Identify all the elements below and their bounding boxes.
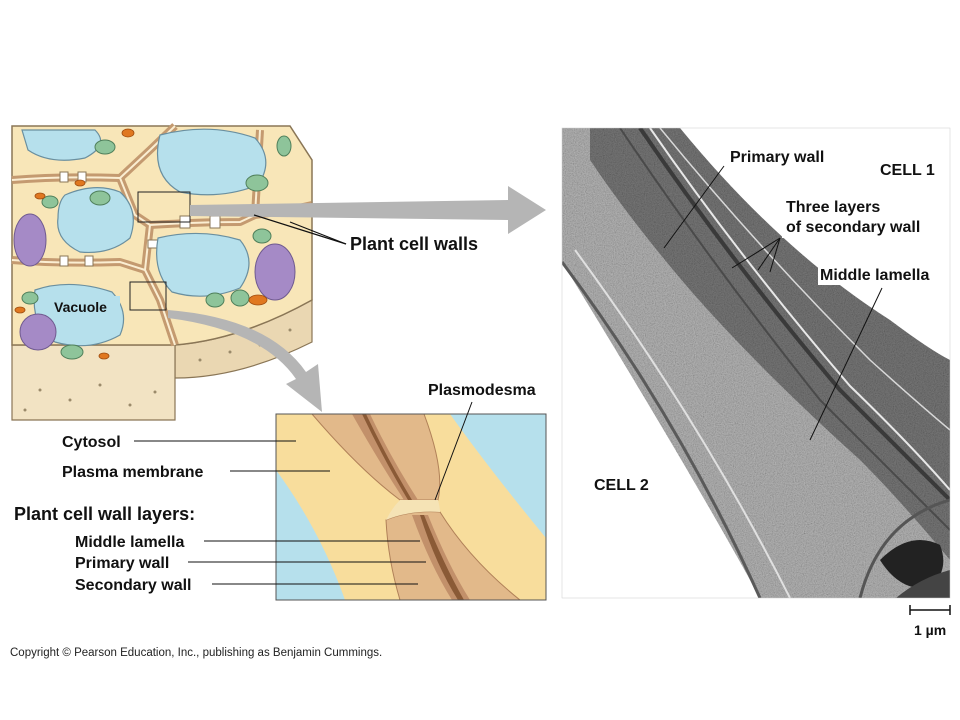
cell-2-label: CELL 2 (594, 477, 649, 494)
closeup-vacuole-left (276, 470, 345, 600)
plant-cell-walls-label: Plant cell walls (350, 234, 478, 254)
cell-1-label: CELL 1 (880, 162, 935, 179)
chloroplasts (21, 135, 292, 360)
mitochondria (14, 128, 268, 360)
cytosol-label: Cytosol (62, 434, 121, 451)
closeup-panel (275, 413, 547, 601)
tissue-block (11, 123, 313, 421)
plasma-membrane-label: Plasma membrane (62, 464, 204, 481)
vacuole-label: Vacuole (54, 299, 107, 315)
middle-lamella-label: Middle lamella (75, 534, 184, 551)
three-layers-label-line2: of secondary wall (786, 219, 920, 236)
plasmodesma-leader (434, 401, 473, 501)
micro-primary-wall-leader (663, 165, 725, 249)
micro-primary-wall-label: Primary wall (730, 149, 824, 166)
arrow-to-closeup (168, 310, 322, 412)
closeup-plasmodesma (386, 500, 440, 520)
cell-wall-layers-heading: Plant cell wall layers: (14, 504, 195, 524)
scale-bar-label: 1 µm (914, 622, 946, 638)
three-layers-leaders (731, 237, 781, 273)
copyright-text: Copyright © Pearson Education, Inc., pub… (10, 647, 382, 659)
closeup-vacuole-right (450, 414, 546, 538)
micro-middle-lamella-label: Middle lamella (820, 267, 929, 284)
primary-wall-label: Primary wall (75, 555, 169, 572)
micro-middle-lamella-leader (809, 287, 883, 441)
walls-leader-lines (253, 214, 347, 245)
vacuoles (21, 128, 267, 347)
secondary-wall-label: Secondary wall (75, 577, 192, 594)
arrow-to-micrograph (190, 186, 546, 234)
three-layers-label-line1: Three layers (786, 199, 880, 216)
plasmodesma-label: Plasmodesma (428, 382, 536, 399)
nuclei (13, 213, 296, 351)
zoom-box-lower (129, 281, 167, 311)
